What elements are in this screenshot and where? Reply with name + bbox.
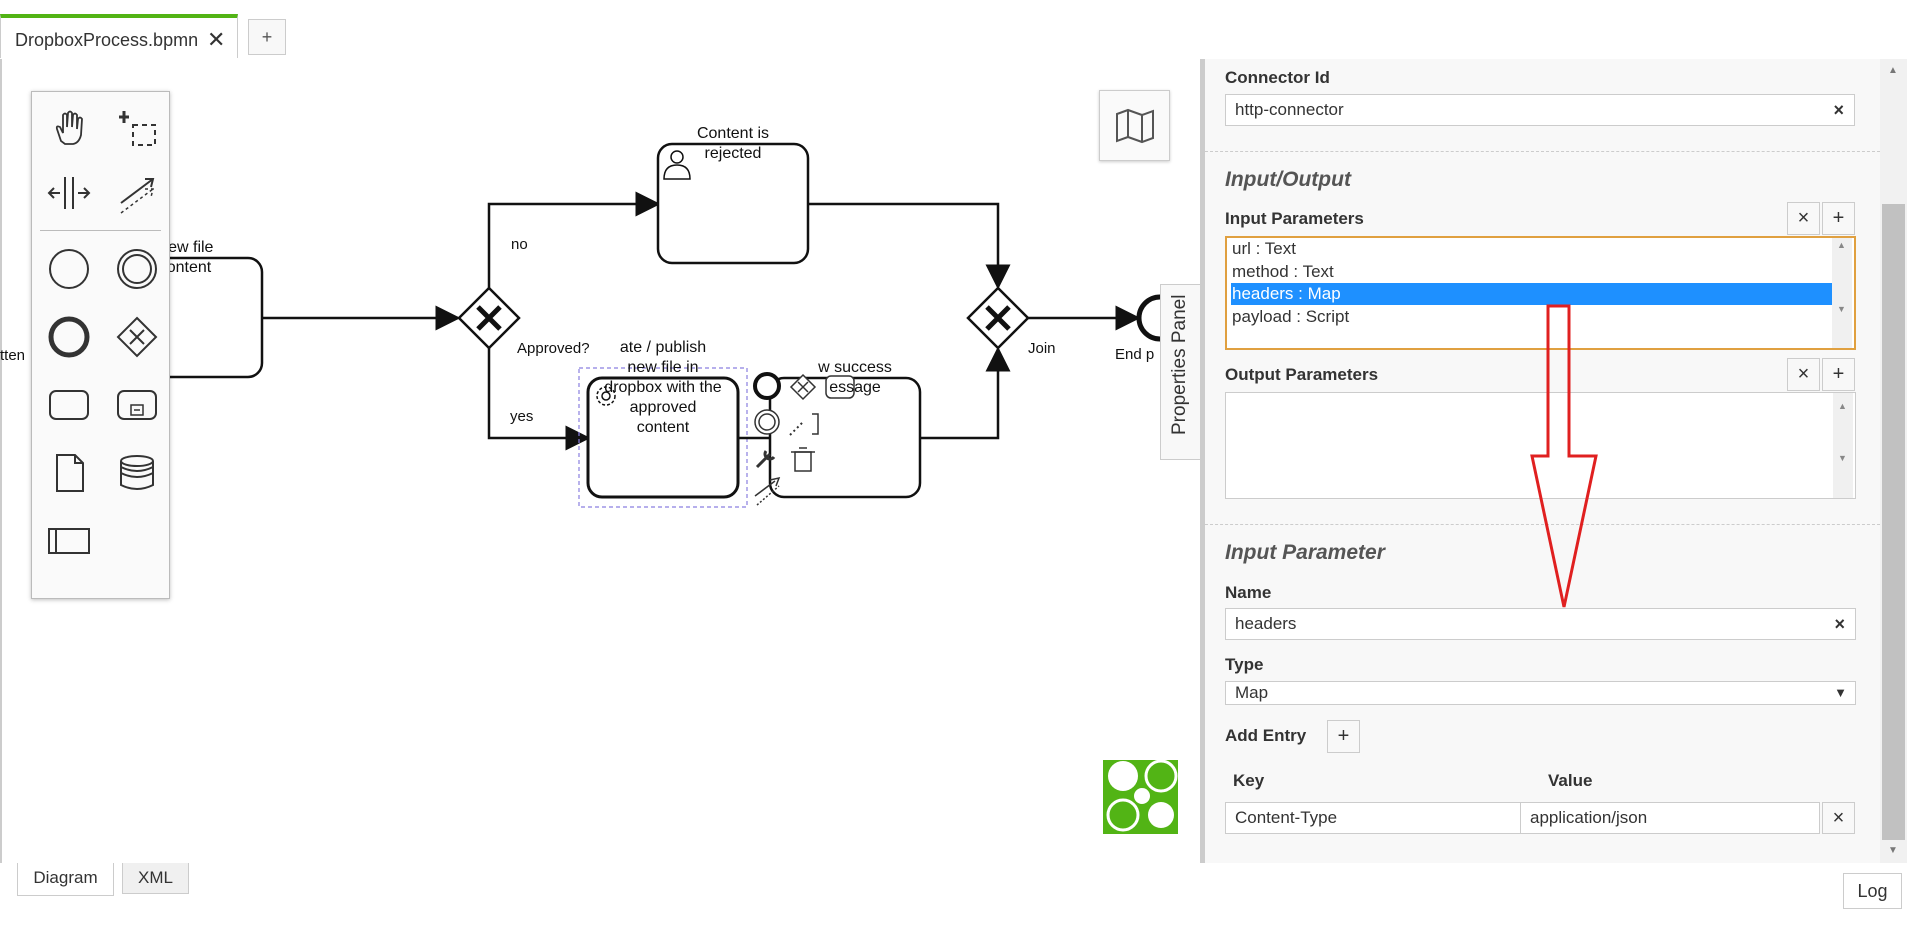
param-name-input[interactable]: headers × <box>1225 608 1856 640</box>
gateway-approved[interactable] <box>457 286 521 350</box>
bpmn-io-logo[interactable] <box>1103 759 1178 834</box>
remove-input-param-button[interactable]: × <box>1787 202 1820 235</box>
flow-yes-label: yes <box>510 408 534 425</box>
gateway-join[interactable] <box>966 286 1030 350</box>
add-entry-label: Add Entry <box>1225 726 1307 745</box>
output-params-list[interactable]: ▲ ▼ <box>1225 392 1856 499</box>
close-tab-icon[interactable]: ✕ <box>207 27 226 52</box>
subprocess-tool-icon[interactable] <box>112 380 162 430</box>
data-object-tool-icon[interactable] <box>44 448 94 498</box>
gateway-approved-label: Approved? <box>517 340 590 357</box>
lasso-tool-icon[interactable] <box>112 102 162 152</box>
input-param-item[interactable]: payload : Script <box>1232 307 1350 326</box>
input-param-item[interactable]: url : Text <box>1232 239 1296 258</box>
name-label: Name <box>1225 583 1272 602</box>
map-icon <box>1115 108 1154 143</box>
palette-separator <box>40 230 161 231</box>
user-task-icon <box>663 150 691 180</box>
flow-no-label: no <box>511 236 528 253</box>
file-tab-label: DropboxProcess.bpmn <box>15 30 199 50</box>
connector-id-label: Connector Id <box>1225 68 1330 87</box>
add-input-param-button[interactable]: + <box>1822 202 1855 235</box>
tool-palette <box>31 91 170 599</box>
file-tab[interactable]: DropboxProcess.bpmn ✕ <box>0 14 238 58</box>
service-task-icon <box>596 386 616 406</box>
input-params-label: Input Parameters <box>1225 209 1364 228</box>
entry-key-input[interactable]: Content-Type <box>1225 802 1521 834</box>
io-heading: Input/Output <box>1225 168 1351 191</box>
chevron-down-icon: ▼ <box>1834 685 1847 700</box>
input-list-scrollbar[interactable]: ▲ ▼ <box>1832 238 1852 348</box>
bpmn-diagram[interactable] <box>0 59 1200 863</box>
key-column-header: Key <box>1233 771 1265 790</box>
pool-tool-icon[interactable] <box>44 516 94 566</box>
gateway-join-label: Join <box>1028 340 1056 357</box>
log-button[interactable]: Log <box>1843 873 1902 909</box>
value-column-header: Value <box>1548 771 1593 790</box>
output-list-scrollbar[interactable]: ▲ ▼ <box>1833 393 1853 498</box>
minimap-toggle-button[interactable] <box>1099 90 1170 161</box>
section-divider <box>1205 524 1880 525</box>
task-publish-label: ate / publish new file in dropbox with t… <box>604 339 722 436</box>
output-params-label: Output Parameters <box>1225 365 1379 384</box>
task-rejected-label: Content is rejected <box>696 125 770 162</box>
add-entry-button[interactable]: + <box>1327 720 1360 753</box>
bottom-bar <box>0 863 1907 925</box>
properties-panel-toggle[interactable]: Properties Panel <box>1160 284 1200 460</box>
global-connect-tool-icon[interactable] <box>112 168 162 218</box>
param-name-value: headers <box>1235 614 1297 633</box>
diagram-tab[interactable]: Diagram <box>17 863 114 896</box>
end-event-tool-icon[interactable] <box>44 312 94 362</box>
task-tool-icon[interactable] <box>44 380 94 430</box>
input-param-item[interactable]: method : Text <box>1232 262 1334 281</box>
space-tool-icon[interactable] <box>44 168 94 218</box>
connector-id-input[interactable]: http-connector × <box>1225 94 1855 126</box>
start-event-tool-icon[interactable] <box>44 244 94 294</box>
selection-outline <box>578 367 748 508</box>
remove-entry-button[interactable]: × <box>1822 802 1855 834</box>
panel-scrollbar-thumb[interactable] <box>1882 204 1905 840</box>
intermediate-event-tool-icon[interactable] <box>112 244 162 294</box>
input-params-list[interactable]: url : Text method : Text headers : Map p… <box>1225 236 1856 350</box>
end-event-label: End p <box>1115 346 1155 363</box>
context-pad[interactable] <box>753 372 855 506</box>
left-cut-label: tten <box>0 347 26 364</box>
task-success-label: w success essage <box>818 359 892 396</box>
input-param-item-selected[interactable]: headers : Map <box>1231 283 1832 305</box>
type-select[interactable]: Map ▼ <box>1225 681 1856 705</box>
annotation-arrow <box>1530 304 1598 608</box>
add-output-param-button[interactable]: + <box>1822 358 1855 391</box>
remove-output-param-button[interactable]: × <box>1787 358 1820 391</box>
hand-tool-icon[interactable] <box>44 102 94 152</box>
clear-name-icon[interactable]: × <box>1834 614 1845 634</box>
type-label: Type <box>1225 655 1264 674</box>
entry-value-input[interactable]: application/json <box>1520 802 1820 834</box>
add-tab-button[interactable]: + <box>248 19 286 55</box>
section-divider <box>1205 151 1880 152</box>
type-select-value: Map <box>1235 683 1269 702</box>
properties-panel-toggle-label: Properties Panel <box>1169 294 1190 435</box>
input-param-heading: Input Parameter <box>1225 541 1385 564</box>
connector-id-value: http-connector <box>1235 100 1344 119</box>
xml-tab[interactable]: XML <box>122 863 189 894</box>
data-store-tool-icon[interactable] <box>112 448 162 498</box>
clear-connector-id-icon[interactable]: × <box>1833 100 1844 120</box>
gateway-tool-icon[interactable] <box>112 312 162 362</box>
file-tab-bar <box>0 0 1907 60</box>
